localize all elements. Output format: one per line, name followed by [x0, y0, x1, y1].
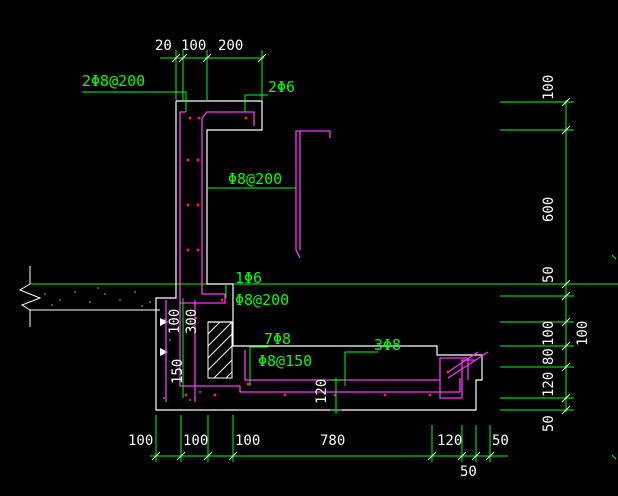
top-dimension-chain [160, 50, 267, 100]
footing-concrete-texture [163, 317, 201, 401]
bottom-dim-100-a: 100 [128, 433, 153, 449]
label-3phi8: 3Φ8 [374, 336, 401, 354]
top-dim-20: 20 [155, 38, 172, 54]
right-dim-50-bottom: 50 [541, 415, 557, 432]
rebar-section-dots [184, 116, 450, 397]
label-top-rebar-left: 2Φ8@200 [82, 72, 145, 90]
leader-lines [82, 91, 378, 414]
wall-dim-150: 150 [170, 359, 186, 384]
right-dim-100-mid: 100 [541, 321, 557, 346]
bottom-dim-100-b: 100 [183, 433, 208, 449]
label-1phi6: 1Φ6 [235, 269, 262, 287]
rebar [165, 111, 489, 402]
right-dim-50: 50 [541, 266, 557, 283]
wall-dim-100: 100 [167, 309, 183, 334]
label-wall-rebar: Φ8@200 [228, 170, 282, 188]
bottom-dim-50-extra: 50 [460, 464, 477, 480]
right-dimension-chain [500, 97, 618, 415]
bottom-dim-780: 780 [320, 433, 345, 449]
concrete-outline [155, 100, 483, 411]
bottom-dimension-chain [150, 415, 508, 462]
bottom-dim-100-c: 100 [235, 433, 260, 449]
wall-dim-300: 300 [184, 309, 200, 334]
bottom-dim-120: 120 [437, 433, 462, 449]
detached-rebar-shape [295, 130, 331, 259]
existing-slab [18, 266, 500, 327]
label-7phi8: 7Φ8 [264, 330, 291, 348]
wall-hatch [207, 321, 233, 379]
top-dim-200: 200 [218, 38, 243, 54]
bottom-dim-50: 50 [492, 433, 509, 449]
right-dim-side-100: 100 [575, 321, 591, 346]
label-phi8-200: Φ8@200 [235, 291, 289, 309]
label-top-rebar-right: 2Φ6 [268, 78, 295, 96]
footing-markers [160, 318, 168, 356]
right-dim-120: 120 [541, 372, 557, 397]
slab-dim-120: 120 [314, 379, 330, 404]
label-phi8-150: Φ8@150 [258, 352, 312, 370]
right-edge-ticks [611, 254, 617, 460]
right-dim-600: 600 [541, 197, 557, 222]
slab-hatch [44, 287, 151, 307]
right-dim-100-top: 100 [541, 75, 557, 100]
right-dim-80: 80 [541, 348, 557, 365]
top-dim-100: 100 [181, 38, 206, 54]
